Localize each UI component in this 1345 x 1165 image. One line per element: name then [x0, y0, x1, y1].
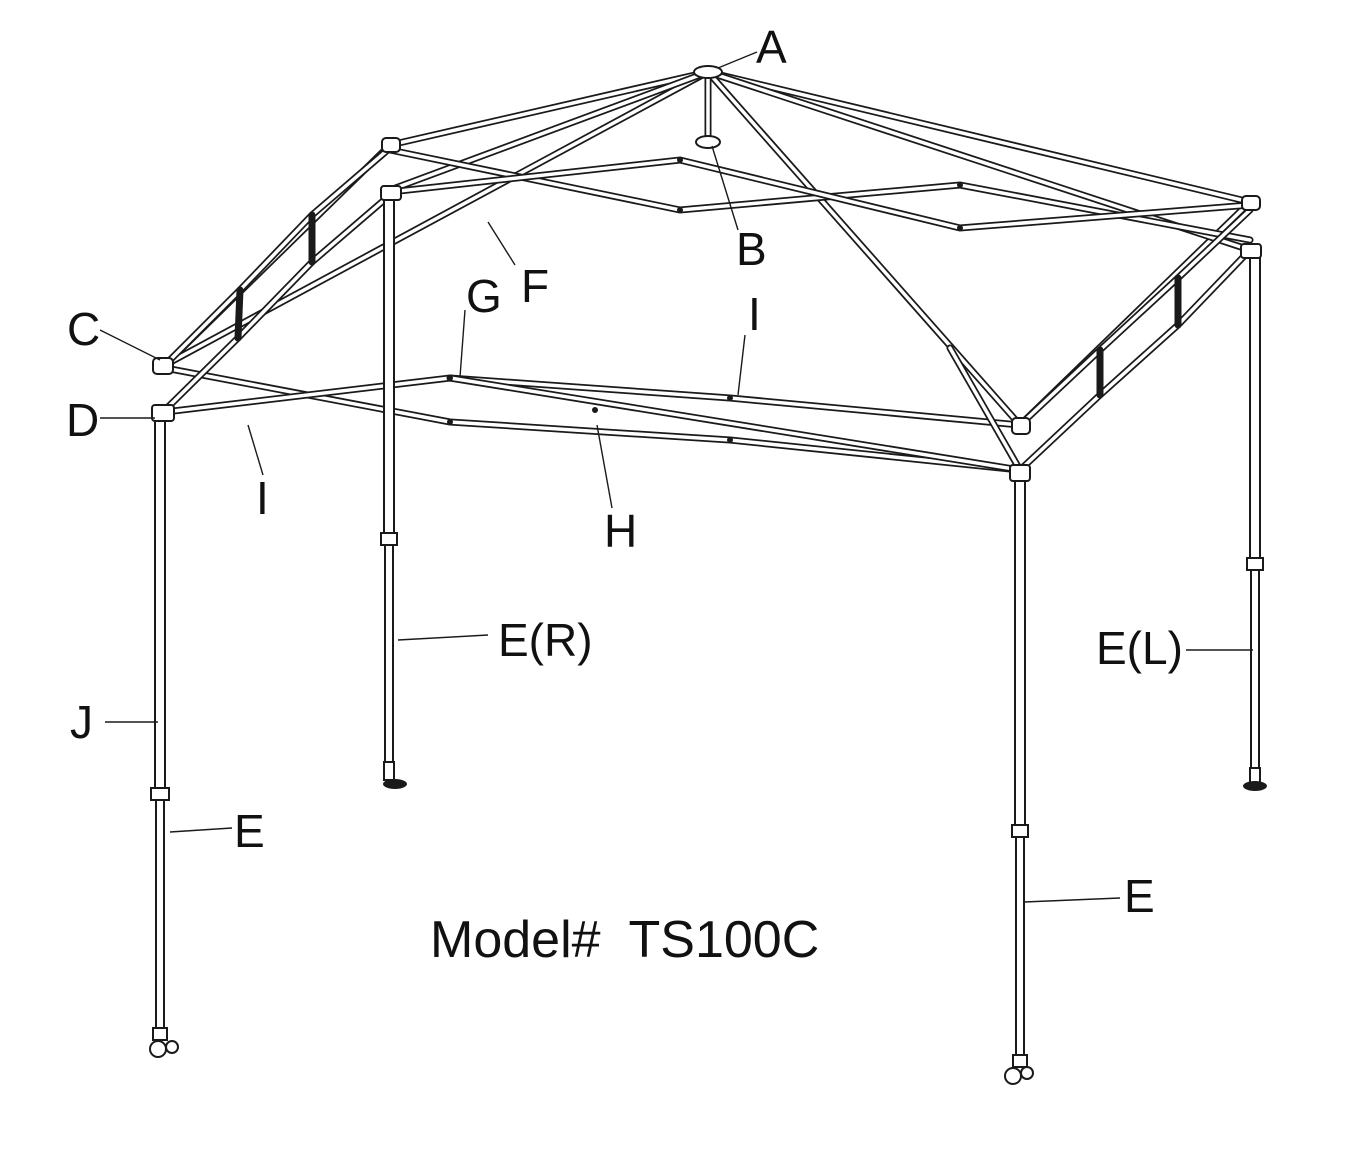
label-c: C [67, 303, 100, 355]
legs [150, 199, 1264, 1058]
front-right-wheel-foot [1004, 1054, 1034, 1085]
label-i-bottom: I [256, 472, 269, 524]
front-right-leg-lower [1015, 831, 1025, 1058]
label-g: G [466, 270, 502, 322]
back-right-foot [383, 761, 407, 789]
right-side-truss [946, 206, 1254, 474]
back-scissor-truss [386, 146, 1254, 244]
front-scissor-truss [161, 364, 1024, 474]
label-j: J [70, 696, 93, 748]
center-hub-bottom [695, 135, 721, 149]
center-hub-top [693, 65, 723, 79]
leader-lines [99, 51, 1253, 903]
part-labels: A B C D F G I I H E(R) E(L) J E E [66, 21, 1183, 922]
back-left-foot [1243, 767, 1267, 791]
front-left-leg-lower [155, 794, 165, 1031]
label-d: D [66, 394, 99, 446]
label-a: A [756, 21, 787, 73]
canopy-frame [149, 65, 1267, 1085]
back-left-leg [1249, 254, 1261, 561]
label-e-l: E(L) [1096, 622, 1183, 674]
label-i-top: I [748, 288, 761, 340]
corner-connector-top [152, 357, 174, 375]
label-b: B [736, 223, 767, 275]
label-e-r: E(R) [498, 614, 593, 666]
model-number: Model# TS100C [430, 911, 819, 969]
label-e-right: E [1124, 870, 1155, 922]
corner-connector-slider [151, 404, 175, 422]
feet [149, 761, 1267, 1085]
left-side-truss [161, 144, 394, 414]
label-h: H [604, 505, 637, 557]
label-e-left: E [234, 805, 265, 857]
front-left-wheel-foot [149, 1027, 179, 1058]
label-f: F [521, 260, 549, 312]
back-right-leg [383, 199, 395, 536]
front-left-leg-upper [154, 419, 166, 791]
connectors [151, 65, 1262, 482]
front-right-leg-upper [1014, 479, 1026, 826]
